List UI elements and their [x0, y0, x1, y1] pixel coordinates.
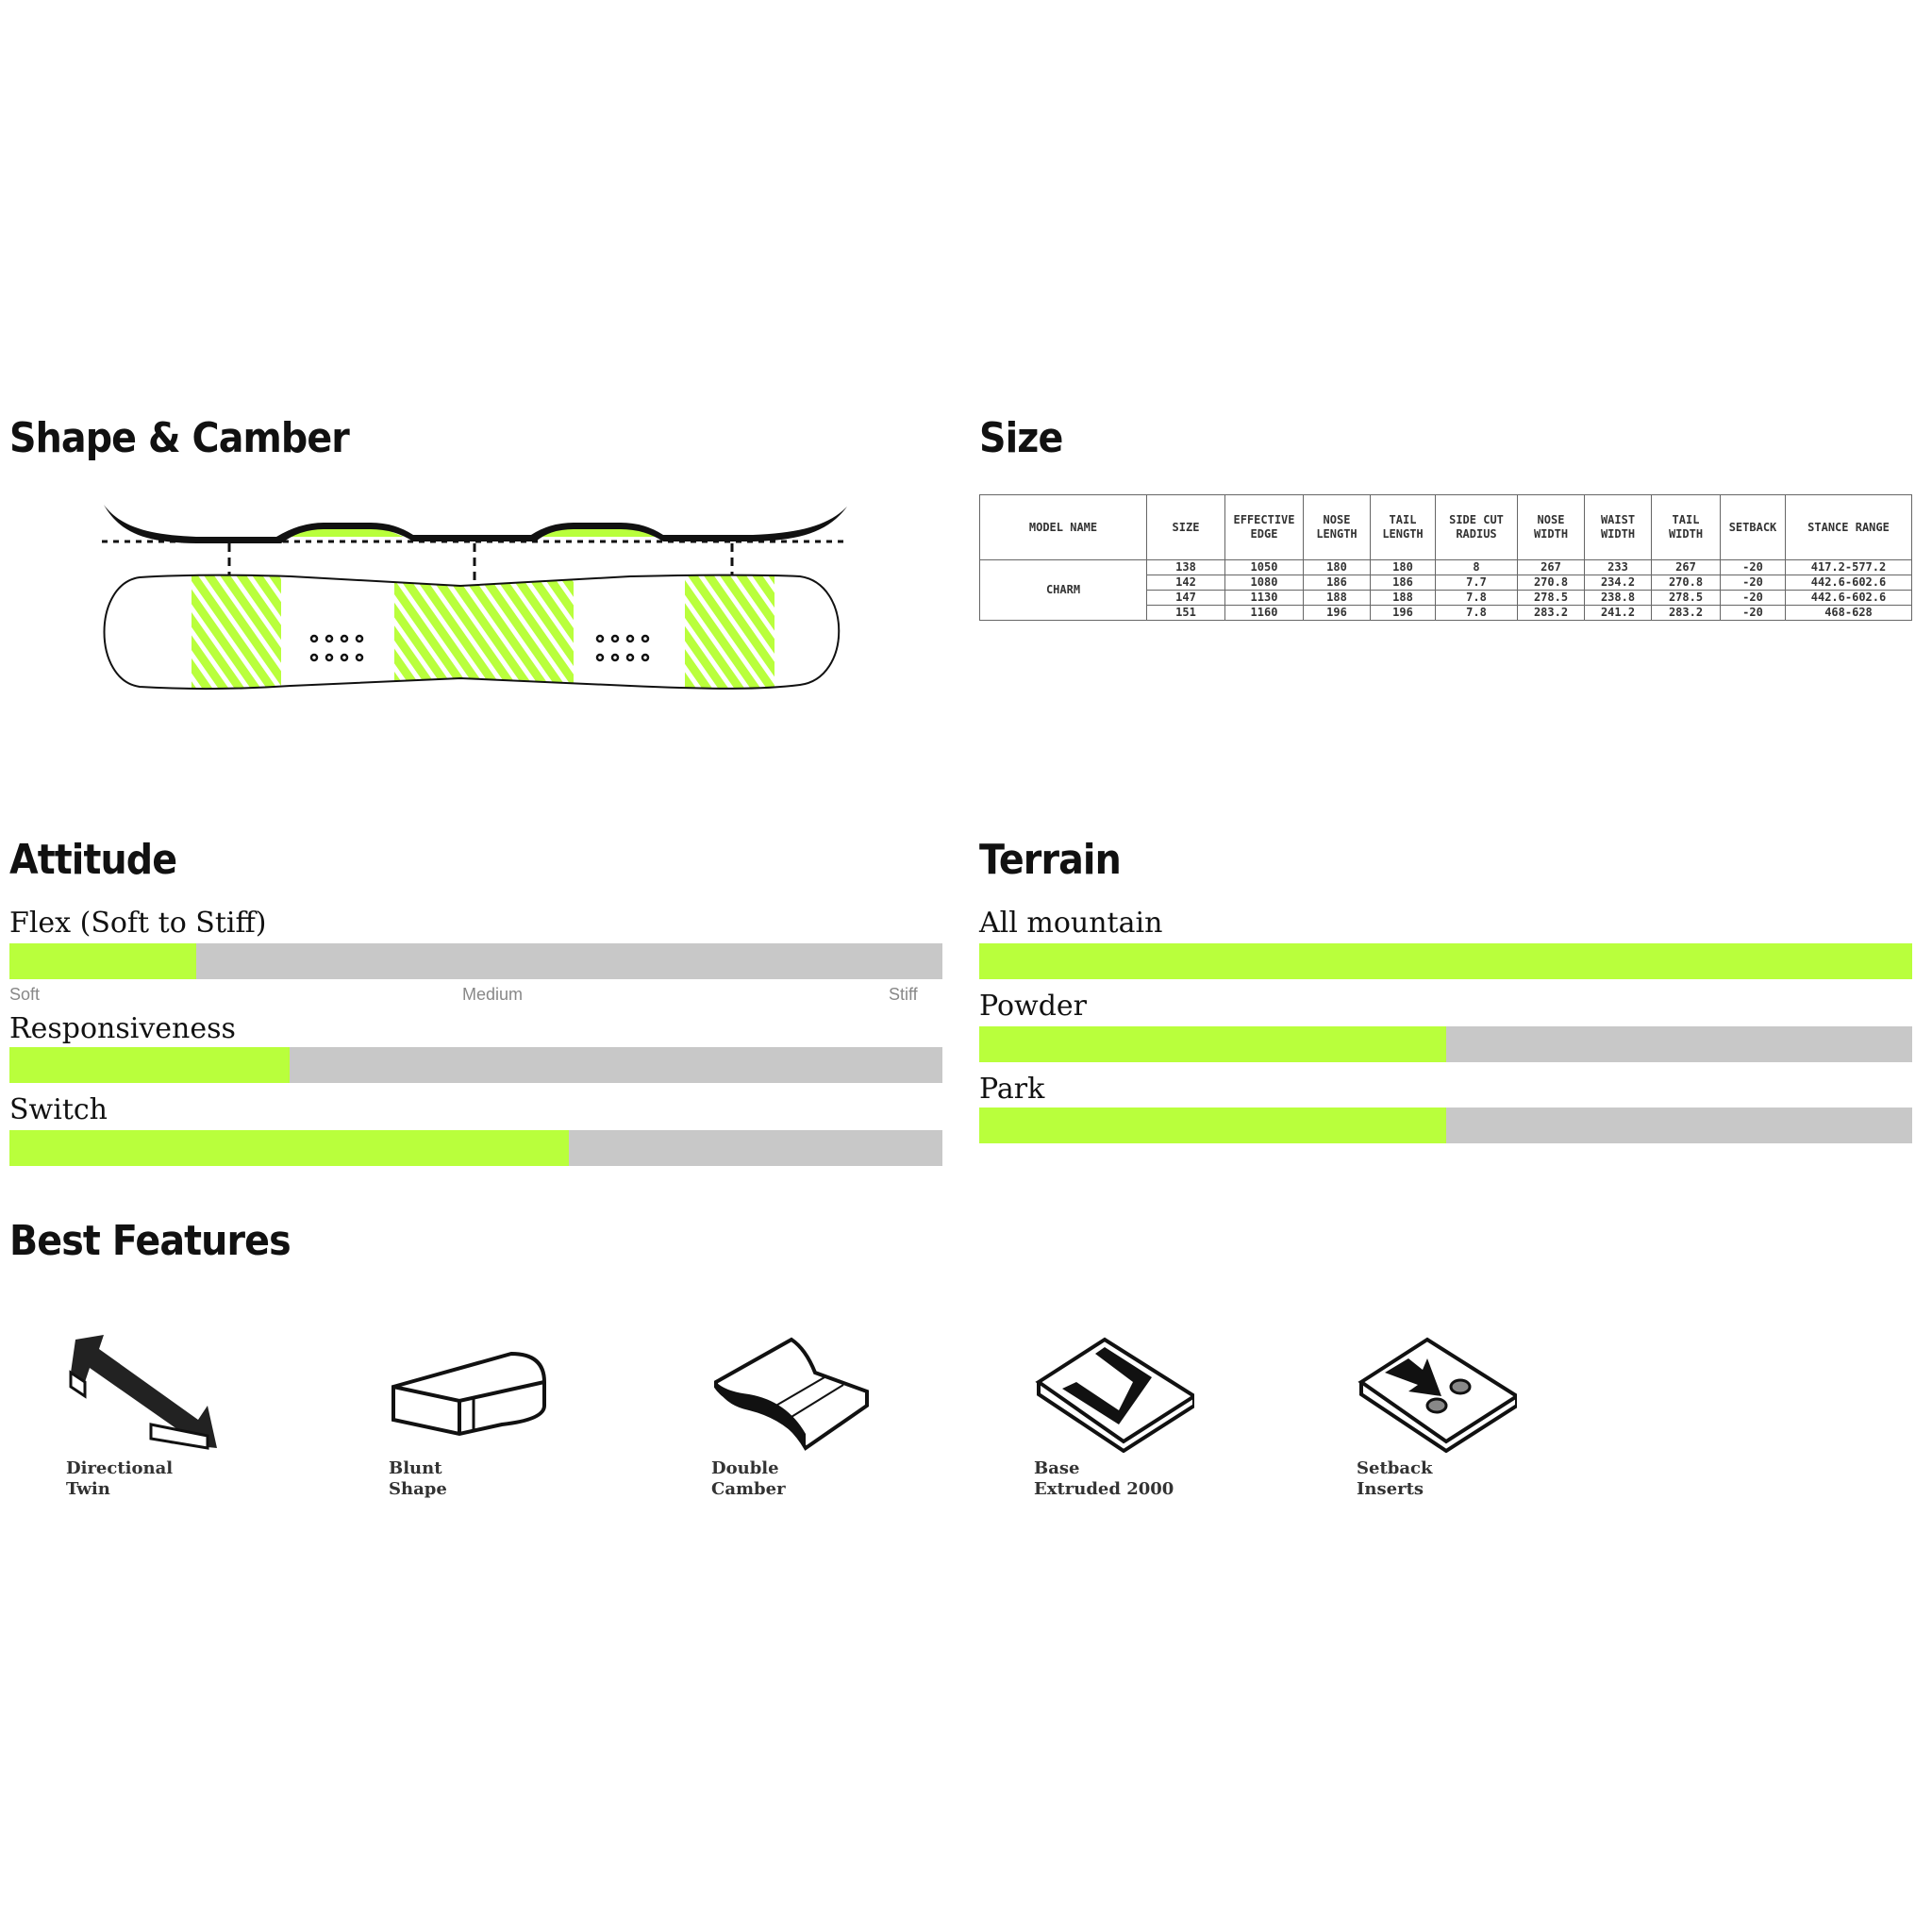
table-cell: 241.2: [1584, 605, 1652, 621]
table-header-row: MODEL NAME SIZE EFFECTIVE EDGE NOSE LENG…: [979, 494, 1912, 560]
table-cell: 233: [1584, 559, 1652, 575]
feature-label: Double Camber: [711, 1458, 786, 1499]
terrain-heading: Terrain: [979, 836, 1122, 884]
powder-bar: [979, 1026, 1912, 1062]
switch-bar-fill: [9, 1130, 570, 1166]
responsiveness-bar: [9, 1047, 942, 1083]
table-cell: 151: [1146, 605, 1225, 621]
all-mountain-bar-fill: [979, 943, 1912, 979]
table-cell: 1080: [1224, 575, 1304, 591]
model-name-cell: CHARM: [979, 559, 1147, 621]
table-cell: -20: [1720, 575, 1786, 591]
col-header: MODEL NAME: [979, 494, 1147, 560]
table-cell: 1160: [1224, 605, 1304, 621]
table-cell: -20: [1720, 559, 1786, 575]
best-features-heading: Best Features: [9, 1217, 291, 1265]
directional-twin-icon: [69, 1335, 217, 1450]
table-cell: 468-628: [1785, 605, 1912, 621]
feature-label: Directional Twin: [66, 1458, 174, 1499]
table-cell: 278.5: [1651, 590, 1721, 606]
scale-soft: Soft: [9, 985, 41, 1004]
table-cell: 188: [1370, 590, 1436, 606]
table-cell: 7.8: [1435, 605, 1518, 621]
feature-directional-twin: Directional Twin: [66, 1330, 236, 1500]
feature-blunt-shape: Blunt Shape: [389, 1330, 558, 1500]
col-header: NOSE LENGTH: [1303, 494, 1371, 560]
table-cell: 7.7: [1435, 575, 1518, 591]
switch-bar: [9, 1130, 942, 1166]
double-camber-icon: [714, 1337, 869, 1451]
col-header: SETBACK: [1720, 494, 1786, 560]
scale-stiff: Stiff: [889, 985, 918, 1004]
table-cell: 234.2: [1584, 575, 1652, 591]
feature-setback-inserts: Setback Inserts: [1357, 1330, 1526, 1500]
blunt-shape-icon: [391, 1351, 546, 1437]
col-header: TAIL LENGTH: [1370, 494, 1436, 560]
table-cell: 283.2: [1651, 605, 1721, 621]
responsiveness-bar-fill: [9, 1047, 290, 1083]
col-header: SIZE: [1146, 494, 1225, 560]
table-cell: 138: [1146, 559, 1225, 575]
park-label: Park: [979, 1073, 1045, 1106]
table-cell: 267: [1517, 559, 1585, 575]
flex-bar: [9, 943, 942, 979]
feature-label: Blunt Shape: [389, 1458, 447, 1499]
feature-base-extruded: Base Extruded 2000: [1034, 1330, 1204, 1500]
table-cell: 196: [1303, 605, 1371, 621]
board-diagram: [102, 505, 847, 691]
flex-label: Flex (Soft to Stiff): [9, 907, 267, 940]
table-cell: 7.8: [1435, 590, 1518, 606]
size-table: MODEL NAME SIZE EFFECTIVE EDGE NOSE LENG…: [979, 494, 1912, 621]
table-cell: -20: [1720, 605, 1786, 621]
col-header: EFFECTIVE EDGE: [1224, 494, 1304, 560]
feature-double-camber: Double Camber: [711, 1330, 881, 1500]
all-mountain-bar: [979, 943, 1912, 979]
table-cell: 238.8: [1584, 590, 1652, 606]
all-mountain-label: All mountain: [979, 907, 1163, 940]
table-cell: 186: [1370, 575, 1436, 591]
table-cell: 180: [1303, 559, 1371, 575]
table-cell: 270.8: [1651, 575, 1721, 591]
table-cell: 196: [1370, 605, 1436, 621]
feature-label: Setback Inserts: [1357, 1458, 1433, 1499]
table-cell: 270.8: [1517, 575, 1585, 591]
shape-camber-heading: Shape & Camber: [9, 414, 350, 462]
scale-medium: Medium: [462, 985, 524, 1004]
park-bar: [979, 1108, 1912, 1143]
setback-inserts-icon: [1357, 1337, 1517, 1453]
table-cell: 8: [1435, 559, 1518, 575]
powder-bar-fill: [979, 1026, 1446, 1062]
base-extruded-icon: [1035, 1337, 1194, 1453]
size-heading: Size: [979, 414, 1063, 462]
table-cell: 186: [1303, 575, 1371, 591]
responsiveness-label: Responsiveness: [9, 1012, 236, 1045]
table-cell: 283.2: [1517, 605, 1585, 621]
powder-label: Powder: [979, 990, 1088, 1023]
table-cell: 442.6-602.6: [1785, 590, 1912, 606]
table-cell: 142: [1146, 575, 1225, 591]
col-header: SIDE CUT RADIUS: [1435, 494, 1518, 560]
table-cell: 417.2-577.2: [1785, 559, 1912, 575]
attitude-heading: Attitude: [9, 836, 177, 884]
flex-bar-fill: [9, 943, 196, 979]
table-cell: 442.6-602.6: [1785, 575, 1912, 591]
table-cell: 1050: [1224, 559, 1304, 575]
table-cell: 188: [1303, 590, 1371, 606]
col-header: WAIST WIDTH: [1584, 494, 1652, 560]
table-cell: 267: [1651, 559, 1721, 575]
table-cell: -20: [1720, 590, 1786, 606]
feature-label: Base Extruded 2000: [1034, 1458, 1174, 1499]
switch-label: Switch: [9, 1093, 108, 1126]
table-cell: 147: [1146, 590, 1225, 606]
table-cell: 1130: [1224, 590, 1304, 606]
col-header: STANCE RANGE: [1785, 494, 1912, 560]
park-bar-fill: [979, 1108, 1446, 1143]
col-header: NOSE WIDTH: [1517, 494, 1585, 560]
table-cell: 180: [1370, 559, 1436, 575]
col-header: TAIL WIDTH: [1651, 494, 1721, 560]
table-cell: 278.5: [1517, 590, 1585, 606]
